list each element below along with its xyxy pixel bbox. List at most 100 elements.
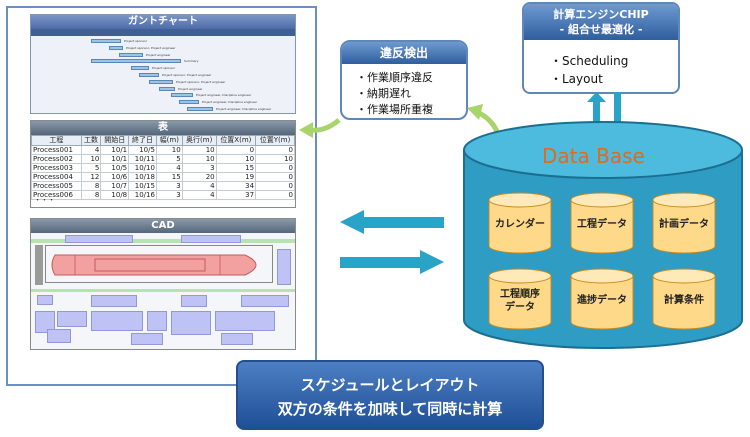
gantt-row-label: Project sponsor <box>152 66 176 71</box>
callout-arrow-right-head <box>467 104 483 120</box>
table-cell: 10 <box>215 154 257 164</box>
gantt-row: Project sponsor <box>31 66 295 71</box>
table-header-cell: 工程 <box>31 135 82 146</box>
gantt-row: Project engineer <box>31 86 295 91</box>
table-cell: 10/7 <box>100 181 130 191</box>
cad-block <box>181 235 241 243</box>
cad-wall <box>35 245 43 285</box>
table-cell: 19 <box>215 172 257 182</box>
gantt-bar <box>91 59 181 64</box>
table-header-cell: 開始日 <box>100 135 130 146</box>
table-cell: Process002 <box>31 154 82 164</box>
gantt-row-label: Project sponsor <box>124 39 148 43</box>
gantt-row-label: Project engineer, Discipline engineer <box>196 93 252 98</box>
table-header-cell: 幅(m) <box>155 135 183 146</box>
gantt-row-label: Project sponsor, Project engineer <box>126 45 176 50</box>
table-header-cell: 奥行(m) <box>181 135 217 146</box>
table-cell: 0 <box>255 172 295 182</box>
callout-arrow-left <box>308 118 341 133</box>
banner-line2: 双方の条件を加味して同時に計算 <box>277 400 503 418</box>
table-cell: 10/10 <box>128 163 157 173</box>
violation-item: ・作業順序違反 <box>356 71 433 84</box>
callout-arrow-left-head <box>299 122 313 138</box>
gantt-row: Project sponsor, Project engineer <box>31 45 295 50</box>
cad-panel: CAD <box>30 218 296 350</box>
table-cell: 0 <box>255 190 295 200</box>
table-cell: 10/15 <box>128 181 157 191</box>
table-cell: Process001 <box>31 145 82 155</box>
database-cylinder: Data Base カレンダー 工程データ 計画データ 工程順序 データ 進捗デ… <box>462 120 744 350</box>
table-header-cell: 位置X(m) <box>215 135 257 146</box>
gantt-row-label: Summary <box>184 59 199 64</box>
table-cell: Process004 <box>31 172 82 182</box>
gantt-bar <box>139 73 159 77</box>
summary-banner: スケジュールとレイアウト 双方の条件を加味して同時に計算 <box>236 360 544 430</box>
table-cell: 4 <box>181 181 217 191</box>
gantt-row-label: Project sponsor, Project engineer <box>176 79 226 84</box>
gantt-bar <box>187 107 213 111</box>
gantt-bar <box>149 79 173 84</box>
gantt-row: Project engineer <box>31 52 295 57</box>
table-cell: Process003 <box>31 163 82 173</box>
database-caption: Data Base <box>542 144 645 168</box>
db-item-process-data: 工程データ <box>570 192 634 254</box>
db-item-label: 計算条件 <box>664 295 704 306</box>
cad-title: CAD <box>31 219 295 233</box>
table-cell: 10/16 <box>128 190 157 200</box>
cad-block <box>37 295 53 305</box>
db-item-label: 進捗データ <box>577 295 627 306</box>
table-ellipsis: ・・・ <box>34 196 55 204</box>
table-cell: 10 <box>181 154 217 164</box>
table-cell: 37 <box>215 190 257 200</box>
table-header-cell: 位置Y(m) <box>255 135 295 146</box>
table-cell: 10 <box>181 145 217 155</box>
table-cell: Process006 <box>31 190 82 200</box>
cad-block <box>91 311 143 331</box>
cad-rail-line <box>31 239 295 243</box>
gantt-bar <box>109 45 123 50</box>
table-header-cell: 工数 <box>80 135 102 146</box>
violation-item: ・作業場所重複 <box>356 103 433 116</box>
gantt-row-label: Project engineer, Discipline engineer <box>216 107 272 111</box>
db-item-label: 工程データ <box>577 219 627 230</box>
table-cell: 10/5 <box>128 145 157 155</box>
table-cell: 20 <box>181 172 217 182</box>
arrow-down-shaft <box>614 92 621 136</box>
table-cell: 0 <box>255 163 295 173</box>
table-cell: 15 <box>215 163 257 173</box>
db-item-process-order-data: 工程順序 データ <box>488 268 552 330</box>
table-cell: 10/1 <box>100 145 130 155</box>
db-item-calc-conditions: 計算条件 <box>652 268 716 330</box>
gantt-row: Project engineer, Discipline engineer <box>31 100 295 105</box>
table-cell: 4 <box>181 190 217 200</box>
table-cell: 10/11 <box>128 154 157 164</box>
gantt-row: Project sponsor, Project engineer <box>31 79 295 84</box>
gantt-row: Project engineer, Discipline engineer <box>31 107 295 111</box>
table-cell: 10 <box>155 145 183 155</box>
cad-block <box>221 333 253 345</box>
table-cell: 10/1 <box>100 154 130 164</box>
table-cell: 3 <box>155 181 183 191</box>
cad-block <box>57 311 87 327</box>
gantt-bar <box>91 39 121 43</box>
table-header-cell: 終了日 <box>128 135 157 146</box>
gantt-title: ガントチャート <box>31 15 295 29</box>
arrow-right <box>340 250 444 274</box>
violation-title: 違反検出 <box>342 42 466 64</box>
gantt-row: Summary <box>31 59 295 64</box>
gantt-bar <box>131 66 149 71</box>
table-cell: 34 <box>215 181 257 191</box>
table-cell: 12 <box>80 172 102 182</box>
table-header-row: 工程工数開始日終了日幅(m)奥行(m)位置X(m)位置Y(m) <box>31 135 295 146</box>
db-item-progress-data: 進捗データ <box>570 268 634 330</box>
process-table: 工程工数開始日終了日幅(m)奥行(m)位置X(m)位置Y(m) Process0… <box>31 135 295 200</box>
cad-block <box>181 295 207 307</box>
engine-item-layout: ・Layout <box>550 72 603 86</box>
db-item-label: 計画データ <box>659 219 709 230</box>
cad-workarea <box>45 245 273 283</box>
engine-title-line1: 計算エンジンCHIP <box>553 8 649 21</box>
